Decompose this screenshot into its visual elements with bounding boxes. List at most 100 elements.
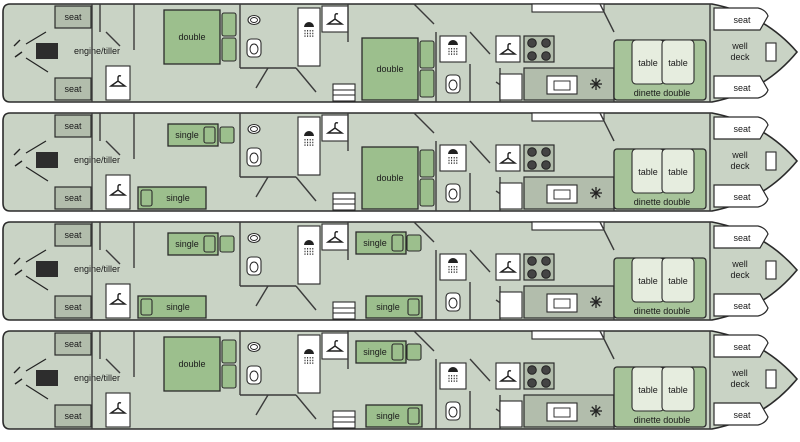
toilet-icon <box>445 183 461 203</box>
table-label: table <box>668 385 688 395</box>
basin-icon <box>247 14 261 26</box>
shower-icon <box>448 367 458 382</box>
shower-stall <box>439 362 467 390</box>
fridge-icon <box>590 187 602 199</box>
single-label: single <box>363 347 387 357</box>
door-swing <box>413 330 435 352</box>
shower-stall <box>297 225 321 285</box>
door-swing <box>105 31 121 47</box>
pillow <box>419 40 435 69</box>
pillow <box>219 235 235 253</box>
wardrobe <box>105 283 131 319</box>
hatch-steps <box>332 192 356 211</box>
shower-icon <box>304 131 314 146</box>
dinette-label: dinette double <box>634 197 691 207</box>
door-swing <box>469 140 491 164</box>
engine-block <box>36 152 58 168</box>
door-swing <box>469 31 491 55</box>
door-swing <box>295 285 317 311</box>
seat-label: seat <box>64 339 82 349</box>
pillow <box>407 298 420 316</box>
single-label: single <box>376 302 400 312</box>
pillow <box>221 339 237 364</box>
engine-tiller-label: engine/tiller <box>74 155 120 165</box>
single-label: single <box>363 238 387 248</box>
pillow <box>203 235 216 253</box>
seat-label: seat <box>64 230 82 240</box>
deck-label: deck <box>730 270 750 280</box>
engine-tiller-label: engine/tiller <box>74 373 120 383</box>
wardrobe <box>105 65 131 101</box>
partition <box>599 330 615 360</box>
partition <box>599 3 615 33</box>
seat-label: seat <box>64 121 82 131</box>
partition <box>599 221 615 251</box>
pillow <box>407 407 420 425</box>
seat-label: seat <box>64 12 82 22</box>
hanger-icon <box>498 370 518 382</box>
double-bed: double <box>163 9 237 65</box>
well-label: well <box>731 259 748 269</box>
seat-box <box>713 75 769 99</box>
shower-icon <box>448 149 458 164</box>
top-window <box>531 112 605 122</box>
single-bed: single <box>355 231 407 255</box>
shower-stall <box>439 35 467 63</box>
door-swing <box>295 67 317 93</box>
shower-stall <box>439 253 467 281</box>
shower-stall <box>297 7 321 67</box>
seat-box <box>54 404 92 428</box>
top-window <box>531 221 605 231</box>
engine-block <box>36 43 58 59</box>
hanger-icon <box>108 293 128 305</box>
hanger-icon <box>108 184 128 196</box>
seat-label: seat <box>733 124 751 134</box>
boat-plan: seatseatengine/tillersinglesingledoublet… <box>2 112 799 212</box>
shower-stall <box>297 334 321 394</box>
engine-tiller-label: engine/tiller <box>74 46 120 56</box>
cupboard <box>499 73 523 101</box>
wardrobe <box>495 253 521 281</box>
hob-ring-icon <box>527 160 537 170</box>
hob-ring-icon <box>541 378 551 388</box>
fridge-icon <box>590 296 602 308</box>
shower-icon <box>304 22 314 37</box>
basin-icon <box>247 341 261 353</box>
deck-label: deck <box>730 379 750 389</box>
sink <box>546 402 578 422</box>
shower-stall <box>439 144 467 172</box>
seat-label: seat <box>733 342 751 352</box>
seat-label: seat <box>64 302 82 312</box>
stern-line <box>25 358 47 372</box>
table-right <box>661 39 695 85</box>
wardrobe <box>105 174 131 210</box>
shower-icon <box>448 258 458 273</box>
toilet-icon <box>445 401 461 421</box>
dinette-label: dinette double <box>634 306 691 316</box>
single-bed: single <box>137 186 207 210</box>
hob-ring-icon <box>541 269 551 279</box>
seat-box <box>713 334 769 358</box>
single-label: single <box>175 130 199 140</box>
bow-locker <box>765 151 777 171</box>
sink-bowl <box>553 407 571 418</box>
sink <box>546 75 578 95</box>
seat-box <box>54 114 92 138</box>
seat-box <box>713 116 769 140</box>
sink-bowl <box>553 80 571 91</box>
well-label: well <box>731 368 748 378</box>
toilet-icon <box>246 256 262 276</box>
fridge-icon <box>590 78 602 90</box>
hob-ring-icon <box>527 378 537 388</box>
seat-label: seat <box>64 84 82 94</box>
door-swing <box>295 394 317 420</box>
shower-icon <box>448 40 458 55</box>
hob-ring-icon <box>527 365 537 375</box>
sink-bowl <box>553 298 571 309</box>
dinette-label: dinette double <box>634 88 691 98</box>
hanger-icon <box>325 13 345 25</box>
pillow <box>391 234 404 252</box>
toilet-icon <box>246 38 262 58</box>
seat-label: seat <box>733 233 751 243</box>
